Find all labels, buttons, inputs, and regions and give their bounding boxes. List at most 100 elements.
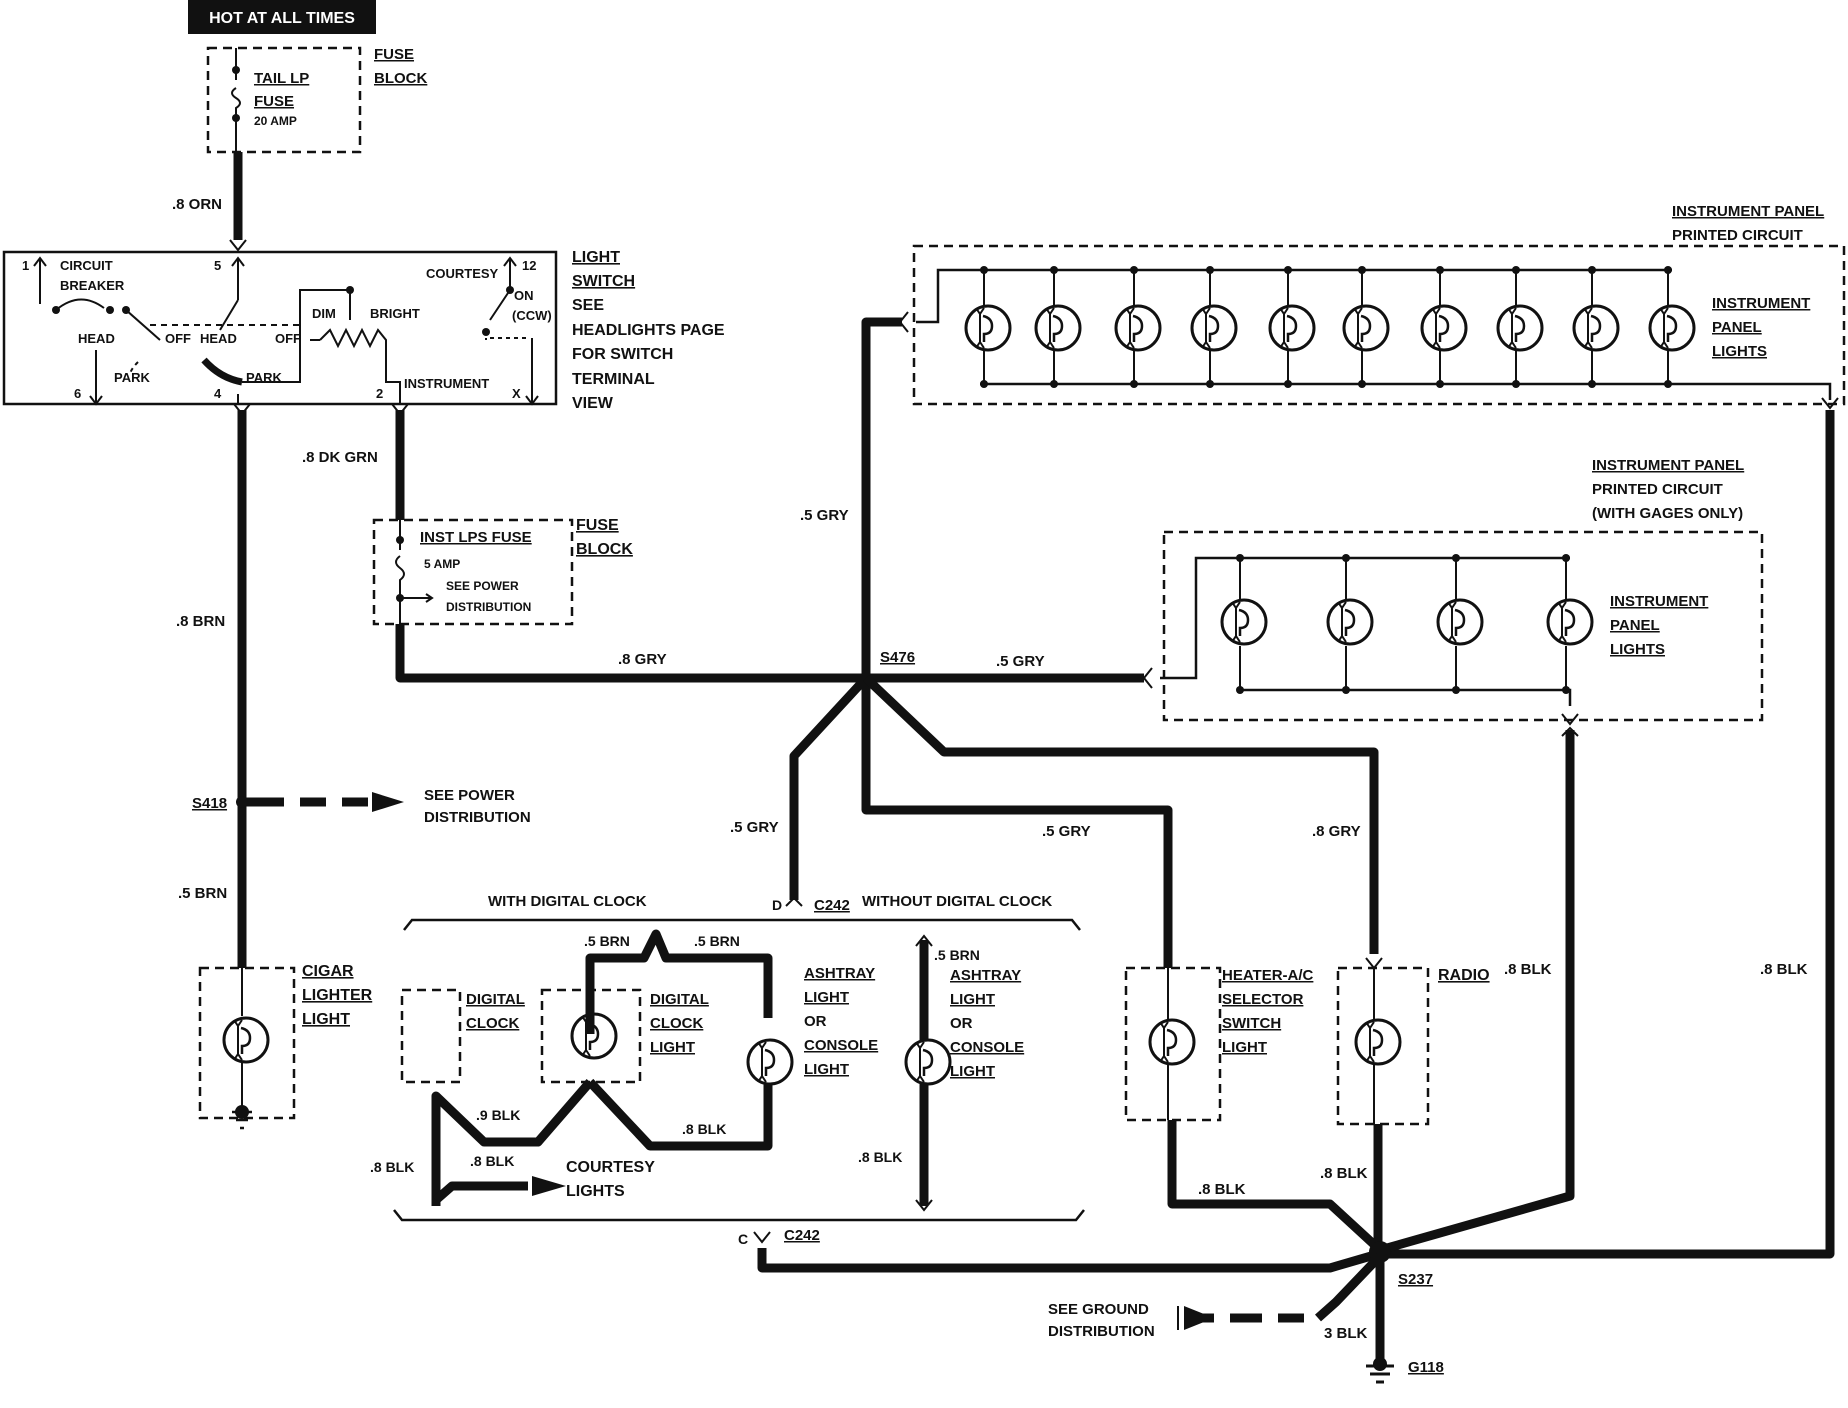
connector-c-label: C xyxy=(738,1231,748,1247)
sw-terminal-x: X xyxy=(512,386,521,401)
dc-light-label-3: LIGHT xyxy=(650,1039,695,1056)
wire-brn5-clock xyxy=(585,929,773,1034)
light-switch-label-1: LIGHT xyxy=(572,249,620,266)
without-clock-label: WITHOUT DIGITAL CLOCK xyxy=(862,893,1052,910)
light-switch-label-7: VIEW xyxy=(572,395,614,412)
see-power-label-1: SEE POWER xyxy=(424,787,515,804)
brn5b-label: .5 BRN xyxy=(694,933,740,949)
s476-label: S476 xyxy=(880,649,915,666)
blk8c-label: .8 BLK xyxy=(470,1153,514,1169)
light-switch-label-5: FOR SWITCH xyxy=(572,346,673,363)
ip2-label-1: INSTRUMENT PANEL xyxy=(1592,457,1744,474)
light-switch-label-3: SEE xyxy=(572,297,604,314)
connector-d-label: D xyxy=(772,897,782,913)
light-switch-label-2: SWITCH xyxy=(572,273,635,290)
dc-light-label-2: CLOCK xyxy=(650,1015,703,1032)
heater-label-3: SWITCH xyxy=(1222,1015,1281,1032)
ip1-bulb xyxy=(1268,266,1316,388)
ash1-label-5: LIGHT xyxy=(804,1061,849,1078)
ip2-label-3: (WITH GAGES ONLY) xyxy=(1592,505,1743,522)
cigar-label-1: CIGAR xyxy=(302,963,354,980)
wire-gry8 xyxy=(395,624,866,683)
light-switch-label-4: HEADLIGHTS PAGE xyxy=(572,322,725,339)
tail-fuse-box xyxy=(206,46,362,154)
sw-dim: DIM xyxy=(312,306,336,321)
dc-light-label-1: DIGITAL xyxy=(650,991,709,1008)
fuse-block-label-4: BLOCK xyxy=(576,541,633,558)
inst-fuse-label-3: SEE POWER xyxy=(446,579,519,593)
courtesy-label-1: COURTESY xyxy=(566,1159,655,1176)
fuse-block-label-2: BLOCK xyxy=(374,70,427,87)
wire-gry5-top xyxy=(861,317,902,678)
s237-label: S237 xyxy=(1398,1271,1433,1288)
g118-label: G118 xyxy=(1408,1359,1444,1376)
sw-on: ON xyxy=(514,288,534,303)
ip-lights1-label-1: INSTRUMENT xyxy=(1712,295,1810,312)
sw-terminal-4: 4 xyxy=(214,386,222,401)
wire-blk-heater xyxy=(1167,1120,1384,1254)
brn5c-label: .5 BRN xyxy=(934,947,980,963)
blk8e-label: .8 BLK xyxy=(1198,1181,1246,1198)
cigar-label-3: LIGHT xyxy=(302,1011,350,1028)
gry8-label: .8 GRY xyxy=(618,651,667,668)
see-ground-label-1: SEE GROUND xyxy=(1048,1301,1149,1318)
ip2-bulb xyxy=(1326,554,1374,694)
blk8f-label: .8 BLK xyxy=(1320,1165,1368,1182)
gry5-mid-label: .5 GRY xyxy=(996,653,1045,670)
c242-top-label: C242 xyxy=(814,897,850,914)
sw-off-left: OFF xyxy=(165,331,191,346)
brn5a-label: .5 BRN xyxy=(584,933,630,949)
fuse-block-label-3: FUSE xyxy=(576,517,619,534)
blk9-label: .9 BLK xyxy=(476,1107,520,1123)
ash1-label-2: LIGHT xyxy=(804,989,849,1006)
dkgrn-label: .8 DK GRN xyxy=(302,449,378,466)
ip-lights2-label-3: LIGHTS xyxy=(1610,641,1665,658)
hot-label: HOT AT ALL TIMES xyxy=(209,10,355,27)
sw-off-right: OFF xyxy=(275,331,301,346)
digital-clock-label-1: DIGITAL xyxy=(466,991,525,1008)
wire-gry5-heater xyxy=(861,678,1173,968)
ip-lights2-label-2: PANEL xyxy=(1610,617,1660,634)
sw-circuit: CIRCUIT xyxy=(60,258,113,273)
heater-label-4: LIGHT xyxy=(1222,1039,1267,1056)
ip1-bulb xyxy=(1114,266,1162,388)
ash2-label-4: CONSOLE xyxy=(950,1039,1024,1056)
s418-label: S418 xyxy=(192,795,227,812)
inst-fuse-label-4: DISTRIBUTION xyxy=(446,600,531,614)
sw-breaker: BREAKER xyxy=(60,278,125,293)
heater-box xyxy=(1124,966,1222,1122)
sw-terminal-5: 5 xyxy=(214,258,221,273)
ip2-bulb xyxy=(1220,554,1268,694)
wire-blk-clock-return xyxy=(757,1248,1380,1273)
blk8g-label: .8 BLK xyxy=(1504,961,1552,978)
inst-fuse-label-1: INST LPS FUSE xyxy=(420,529,532,546)
ip-circuit-2-bulbs xyxy=(1220,554,1594,694)
hot-badge xyxy=(188,0,376,34)
blk8b-label: .8 BLK xyxy=(682,1121,726,1137)
ip1-bulb xyxy=(1420,266,1468,388)
ip-lights1-label-3: LIGHTS xyxy=(1712,343,1767,360)
ip1-bulb xyxy=(1034,266,1082,388)
heater-label-2: SELECTOR xyxy=(1222,991,1304,1008)
ash1-label-4: CONSOLE xyxy=(804,1037,878,1054)
wire-gry8-radio xyxy=(862,674,1379,954)
ash1-label-1: ASHTRAY xyxy=(804,965,875,982)
orn-label: .8 ORN xyxy=(172,196,222,213)
ip2-bulb xyxy=(1436,554,1484,694)
sw-terminal-1: 1 xyxy=(22,258,29,273)
ip-circuit-1-box xyxy=(912,244,1846,406)
blk8d-label: .8 BLK xyxy=(858,1149,902,1165)
fuse-block-label-1: FUSE xyxy=(374,46,414,63)
c242-bottom-label: C242 xyxy=(784,1227,820,1244)
sw-bright: BRIGHT xyxy=(370,306,420,321)
ip2-label-2: PRINTED CIRCUIT xyxy=(1592,481,1723,498)
ip1-bulb xyxy=(964,266,1012,388)
tail-fuse-label-2: FUSE xyxy=(254,93,294,110)
see-ground-label-2: DISTRIBUTION xyxy=(1048,1323,1155,1340)
light-switch-label-6: TERMINAL xyxy=(572,371,655,388)
cigar-label-2: LIGHTER xyxy=(302,987,373,1004)
sw-instrument: INSTRUMENT xyxy=(404,376,489,391)
brn5-label: .5 BRN xyxy=(178,885,227,902)
gry8-radio-label: .8 GRY xyxy=(1312,823,1361,840)
